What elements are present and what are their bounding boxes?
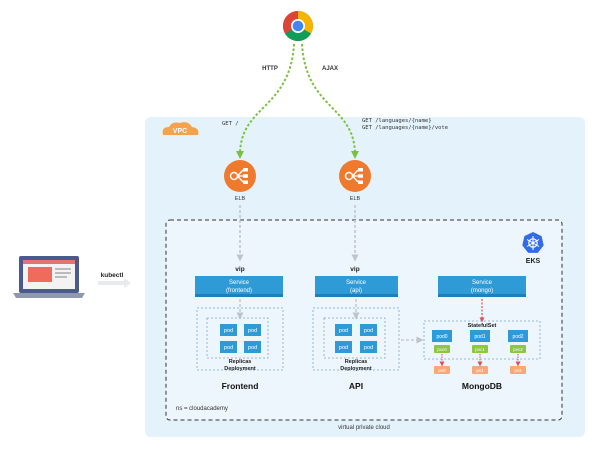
namespace-label: ns = cloudacademy — [176, 406, 228, 412]
pod-label: pod — [339, 345, 348, 351]
frontend-service: Service (frontend) — [195, 276, 283, 297]
kubernetes-icon — [522, 232, 544, 253]
vpc-badge-label: VPC — [173, 128, 187, 135]
pod-label: pod — [248, 345, 257, 351]
laptop-icon — [13, 256, 85, 298]
api-service-line2: (api) — [350, 288, 362, 294]
mongo-statefulset: StatefulSet pod0 pvc0 pv0 pod1 pvc1 pv1 … — [423, 320, 541, 374]
statefulset-pod-2-label: pod2 — [512, 334, 523, 340]
frontend-vip-label: vip — [235, 266, 244, 273]
pod: pod — [360, 324, 377, 336]
ajax-label: AJAX — [322, 66, 338, 72]
frontend-elb: ELB — [224, 160, 256, 202]
api-elb-label: ELB — [350, 196, 361, 202]
statefulset-pod-0: pod0 pvc0 pv0 — [432, 330, 452, 374]
pod: pod — [335, 341, 352, 353]
kubectl-arrow — [98, 278, 131, 288]
http-arrow — [236, 43, 295, 159]
tier-api-label: API — [349, 381, 363, 391]
pod-label: pod — [339, 328, 348, 334]
statefulset-pod-1: pod1 pvc1 pv1 — [470, 330, 490, 374]
chrome-icon — [282, 10, 314, 42]
pod-label: pod — [248, 328, 257, 334]
pod: pod — [220, 324, 237, 336]
mongo-service-line1: Service — [472, 280, 493, 286]
pod: pod — [244, 341, 261, 353]
tier-mongodb-label: MongoDB — [462, 381, 502, 391]
pv-1-label: pv1 — [476, 368, 484, 373]
frontend-elb-label: ELB — [235, 196, 246, 202]
frontend-service-line1: Service — [229, 280, 250, 286]
frontend-deployment: pod pod pod pod Replicas Deployment — [196, 307, 284, 372]
vpc-footer-label: virtual private cloud — [338, 425, 390, 431]
frontend-replicas-label: Replicas — [229, 359, 252, 365]
pod-label: pod — [364, 328, 373, 334]
elb-icon — [224, 160, 256, 192]
cluster-name: EKS — [526, 258, 541, 265]
api-deployment: pod pod pod pod Replicas Deployment — [312, 307, 400, 372]
pvc-1-label: pvc1 — [475, 347, 485, 352]
pod-label: pod — [224, 328, 233, 334]
statefulset-pod-2: pod2 pvc2 pv2 — [508, 330, 528, 374]
pod: pod — [220, 341, 237, 353]
ajax-arrow — [301, 43, 359, 159]
pvc-0-label: pvc0 — [437, 347, 447, 352]
frontend-deployment-label: Deployment — [224, 366, 256, 372]
vpc-cloud-badge: VPC — [162, 122, 199, 135]
frontend-request-path: GET / — [222, 121, 239, 127]
api-request-path-2: GET /languages/{name}/vote — [362, 125, 448, 131]
api-deployment-label: Deployment — [340, 366, 372, 372]
pvc-2-label: pvc2 — [513, 347, 523, 352]
api-service: Service (api) — [315, 276, 398, 297]
api-request-path-1: GET /languages/{name} — [362, 118, 432, 124]
mongo-service-line2: (mongo) — [471, 288, 493, 294]
tier-frontend-label: Frontend — [222, 381, 259, 391]
elb-icon — [339, 160, 371, 192]
pod-label: pod — [224, 345, 233, 351]
api-replicas-label: Replicas — [345, 359, 368, 365]
api-vip-label: vip — [350, 266, 359, 273]
statefulset-pod-0-label: pod0 — [436, 334, 447, 340]
kubectl-label: kubectl — [101, 272, 124, 279]
pod: pod — [335, 324, 352, 336]
http-label: HTTP — [262, 66, 278, 72]
statefulset-pod-1-label: pod1 — [474, 334, 485, 340]
pv-0-label: pv0 — [438, 368, 446, 373]
mongo-service: Service (mongo) — [438, 276, 526, 297]
pod-label: pod — [364, 345, 373, 351]
pv-2-label: pv2 — [514, 368, 522, 373]
pod: pod — [244, 324, 261, 336]
frontend-service-line2: (frontend) — [226, 288, 252, 294]
pod: pod — [360, 341, 377, 353]
api-elb: ELB — [339, 160, 371, 202]
statefulset-title: StatefulSet — [468, 323, 497, 329]
api-service-line1: Service — [346, 280, 367, 286]
